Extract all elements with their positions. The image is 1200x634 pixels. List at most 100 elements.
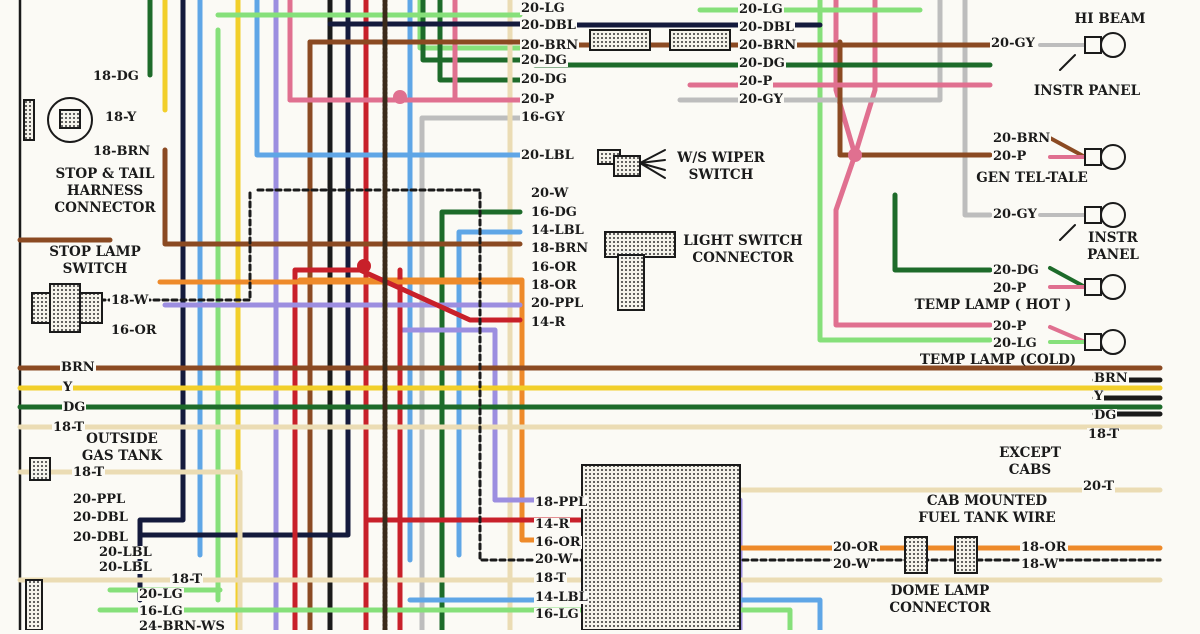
instrument-cluster-block xyxy=(581,464,741,630)
temp-hot-lamp-socket xyxy=(1084,278,1102,296)
wire-label: 20-BRN xyxy=(520,38,580,53)
wire-label: 20-GY xyxy=(990,36,1036,51)
bulkhead-connector-right xyxy=(669,29,731,51)
wire-brn xyxy=(162,147,523,247)
wire-label: 20-DG xyxy=(520,53,568,68)
wire-label: 18-W xyxy=(110,293,150,308)
gas-tank-sender xyxy=(29,457,51,481)
wiper-switch-body xyxy=(613,155,641,177)
gen-tel-tale-lamp-socket xyxy=(1084,148,1102,166)
caption-stop-tail-harness: STOP & TAIL HARNESS CONNECTOR xyxy=(54,166,156,216)
wire-label: 20-P xyxy=(520,92,556,107)
wire-label: 20-DG xyxy=(992,263,1040,278)
wire-label: 18-OR xyxy=(1020,540,1068,555)
wire-dg xyxy=(439,209,523,630)
wire-label: 20-LBL xyxy=(520,148,575,163)
wire-label: 20-DG xyxy=(520,72,568,87)
wire-label: 20-LG xyxy=(520,1,566,16)
wire-label: 14-LBL xyxy=(530,223,585,238)
wire-label: 20-W xyxy=(534,552,574,567)
wire-label: 20-DBL xyxy=(520,18,577,33)
caption-outside-gas-tank: OUTSIDE GAS TANK xyxy=(81,431,163,464)
side-connector xyxy=(25,579,43,630)
bulkhead-connector-left xyxy=(589,29,651,51)
wire-label: 18-DG xyxy=(92,69,140,84)
wire-brn xyxy=(1048,136,1087,159)
wire-label: 18-PPL xyxy=(534,495,589,510)
splice-dot xyxy=(393,90,407,104)
wire-label: DG xyxy=(62,400,87,415)
wire-label: 20-W xyxy=(530,186,570,201)
hi-beam-lamp-socket xyxy=(1084,36,1102,54)
wire-label: 16-OR xyxy=(110,323,158,338)
wire-label: Y xyxy=(1093,389,1105,404)
caption-dome-lamp-connector: DOME LAMP CONNECTOR xyxy=(889,583,991,616)
wire-label: 20-LG xyxy=(992,336,1038,351)
wire-label: 16-LG xyxy=(534,607,580,622)
splice-dot xyxy=(357,259,371,273)
caption-temp-lamp-hot: TEMP LAMP ( HOT ) xyxy=(914,297,1072,313)
wire-p xyxy=(1048,325,1087,344)
wire-dg xyxy=(437,0,523,83)
wire-label: 16-OR xyxy=(534,535,582,550)
temp-cold-lamp-bulb xyxy=(1100,329,1126,355)
wire-label: 18-BRN xyxy=(92,144,152,159)
caption-ws-wiper-switch: W/S WIPER SWITCH xyxy=(677,150,765,183)
wire-label: 20-GY xyxy=(992,207,1038,222)
wire-label: 18-T xyxy=(72,465,106,480)
wire-label: 20-DBL xyxy=(738,20,795,35)
side-connector xyxy=(23,99,35,141)
wire-label: 18-W xyxy=(1020,557,1060,572)
wire-label: 20-PPL xyxy=(72,492,127,507)
wire-label: 18-T xyxy=(1087,427,1121,442)
wire-label: 20-GY xyxy=(738,92,784,107)
wire-dg xyxy=(420,0,523,63)
wire-label: 18-T xyxy=(534,571,568,586)
wire-label: 20-P xyxy=(992,319,1028,334)
wire-label: Y xyxy=(62,380,74,395)
wire-brn xyxy=(837,39,993,158)
wire-dbl xyxy=(137,0,351,538)
wire-w-dashed xyxy=(256,188,1162,562)
wire-dbl xyxy=(137,0,186,603)
wire-label: 20-W xyxy=(832,557,872,572)
wire-w-dashed xyxy=(98,188,252,302)
gen-tel-tale-lamp-bulb xyxy=(1100,144,1126,170)
wire-label: 20-LBL xyxy=(98,560,153,575)
caption-except-cabs: EXCEPT CABS xyxy=(999,445,1061,478)
wire-label: 20-LG xyxy=(738,2,784,17)
wire-p xyxy=(852,0,878,158)
wire-label: 20-T xyxy=(1082,479,1116,494)
wire-r xyxy=(292,267,363,630)
caption-cab-mounted-fuel: CAB MOUNTED FUEL TANK WIRE xyxy=(918,493,1056,526)
stop-lamp-switch-plunger xyxy=(49,283,81,333)
wire-ppl xyxy=(397,327,498,503)
wire-p xyxy=(833,0,993,328)
wire-label: 18-OR xyxy=(530,278,578,293)
wire-label: 20-DBL xyxy=(72,530,129,545)
wire-label: 16-DG xyxy=(530,205,578,220)
wire-label: 14-LBL xyxy=(534,590,589,605)
temp-cold-lamp-socket xyxy=(1084,333,1102,351)
dome-lamp-plug-right xyxy=(954,536,978,574)
wire-label: 18-T xyxy=(170,572,204,587)
temp-hot-lamp-bulb xyxy=(1100,274,1126,300)
wire-label: 20-BRN xyxy=(738,38,798,53)
wire-gy xyxy=(419,115,523,630)
caption-instr-panel-1: INSTR PANEL xyxy=(1033,83,1141,99)
wire-label: 16-OR xyxy=(530,260,578,275)
wire-r xyxy=(357,267,523,323)
caption-hi-beam: HI BEAM xyxy=(1074,11,1146,27)
wire-label: 18-T xyxy=(52,420,86,435)
ground-symbol xyxy=(1059,54,1076,241)
wire-lbl xyxy=(456,229,523,558)
wire-label: BRN xyxy=(1093,371,1129,386)
wire-label: 16-LG xyxy=(138,604,184,619)
wire-label: 20-P xyxy=(992,149,1028,164)
wire-gy xyxy=(962,0,993,218)
wire-label: 18-BRN xyxy=(530,241,590,256)
wire-dg xyxy=(1048,266,1087,289)
light-switch-head xyxy=(604,231,676,258)
caption-stop-lamp-switch: STOP LAMP SWITCH xyxy=(49,244,141,277)
